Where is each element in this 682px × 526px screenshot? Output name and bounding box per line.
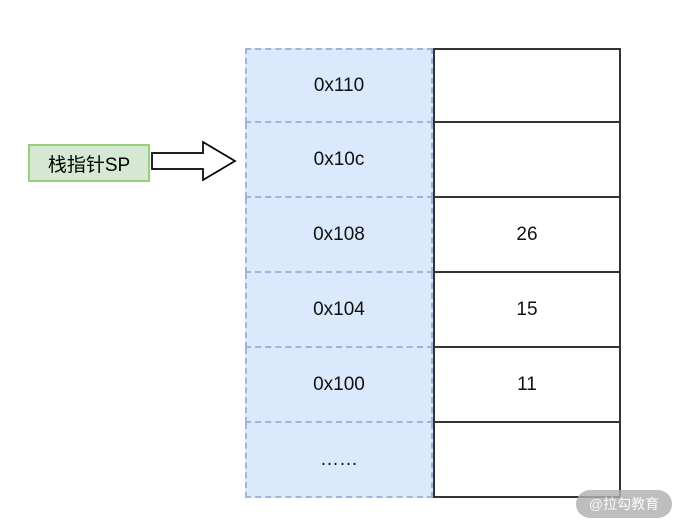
- address-column: 0x110 0x10c 0x108 0x104 0x100 ……: [245, 48, 433, 498]
- value-cell: 11: [433, 348, 621, 423]
- address-cell: 0x100: [245, 348, 433, 423]
- address-cell-ellipsis: ……: [245, 423, 433, 498]
- watermark-badge: @拉勾教育: [576, 490, 672, 518]
- address-cell: 0x110: [245, 48, 433, 123]
- value-cell: [433, 123, 621, 198]
- address-cell: 0x104: [245, 273, 433, 348]
- value-cell: [433, 423, 621, 498]
- value-column: 26 15 11: [433, 48, 621, 498]
- stack-pointer-label: 栈指针SP: [28, 144, 150, 182]
- address-cell: 0x10c: [245, 123, 433, 198]
- right-arrow-icon: [151, 138, 237, 184]
- value-cell: 15: [433, 273, 621, 348]
- address-cell: 0x108: [245, 198, 433, 273]
- value-cell: 26: [433, 198, 621, 273]
- value-cell: [433, 48, 621, 123]
